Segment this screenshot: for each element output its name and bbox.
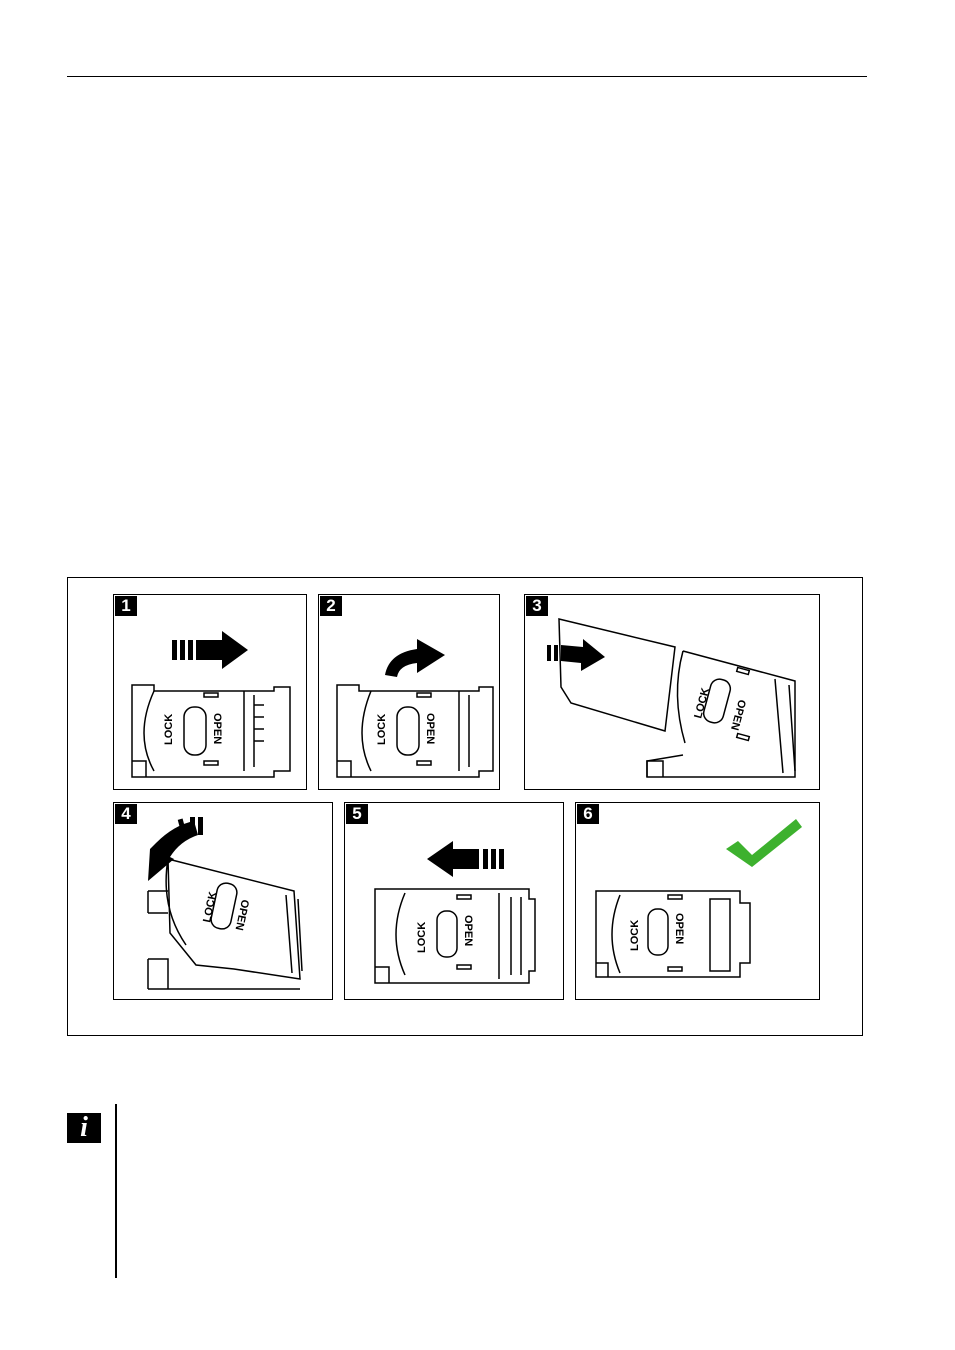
step-panel-5: 5 LOCK OPEN (344, 802, 564, 1000)
lock-label: LOCK (376, 714, 388, 745)
sim-holder-drawing: LOCK OPEN (374, 841, 536, 984)
header-rule (67, 76, 867, 77)
open-label: OPEN (424, 713, 436, 744)
lock-label: LOCK (201, 891, 219, 924)
info-icon: i (67, 1113, 101, 1143)
sim-holder-drawing: LOCK OPEN (131, 631, 291, 778)
step-panel-3: 3 LOCK OPEN (524, 594, 820, 790)
open-label: OPEN (673, 913, 685, 944)
open-label: OPEN (211, 713, 223, 744)
lock-label: LOCK (416, 922, 428, 953)
sim-install-figure: 1 LOCK OPEN 2 (67, 577, 863, 1036)
step-number: 5 (346, 804, 368, 824)
step-panel-6: 6 LOCK OPEN (575, 802, 820, 1000)
right-arrow-icon (547, 639, 605, 671)
right-arrow-icon (172, 631, 248, 669)
sim-holder-drawing: LOCK OPEN (595, 819, 802, 978)
step-number: 2 (320, 596, 342, 616)
curved-arrow-icon (148, 817, 203, 881)
lock-label: LOCK (629, 920, 641, 951)
step-panel-1: 1 LOCK OPEN (113, 594, 307, 790)
step-number: 1 (115, 596, 137, 616)
left-arrow-icon (427, 841, 504, 877)
open-label: OPEN (728, 698, 748, 731)
step-number: 4 (115, 804, 137, 824)
sim-holder-drawing: LOCK OPEN (147, 817, 303, 990)
checkmark-icon (726, 819, 802, 867)
note-rule (115, 1104, 117, 1278)
curved-arrow-icon (385, 639, 445, 677)
lock-label: LOCK (163, 714, 175, 745)
sim-card (558, 618, 676, 732)
sim-holder-drawing: LOCK OPEN (336, 639, 494, 778)
step-number: 3 (526, 596, 548, 616)
step-panel-2: 2 LOCK OPEN (318, 594, 500, 790)
lock-label: LOCK (692, 687, 712, 720)
sim-holder-drawing: LOCK OPEN (547, 618, 796, 778)
step-number: 6 (577, 804, 599, 824)
step-panel-4: 4 LOCK OPEN (113, 802, 333, 1000)
open-label: OPEN (462, 915, 474, 946)
